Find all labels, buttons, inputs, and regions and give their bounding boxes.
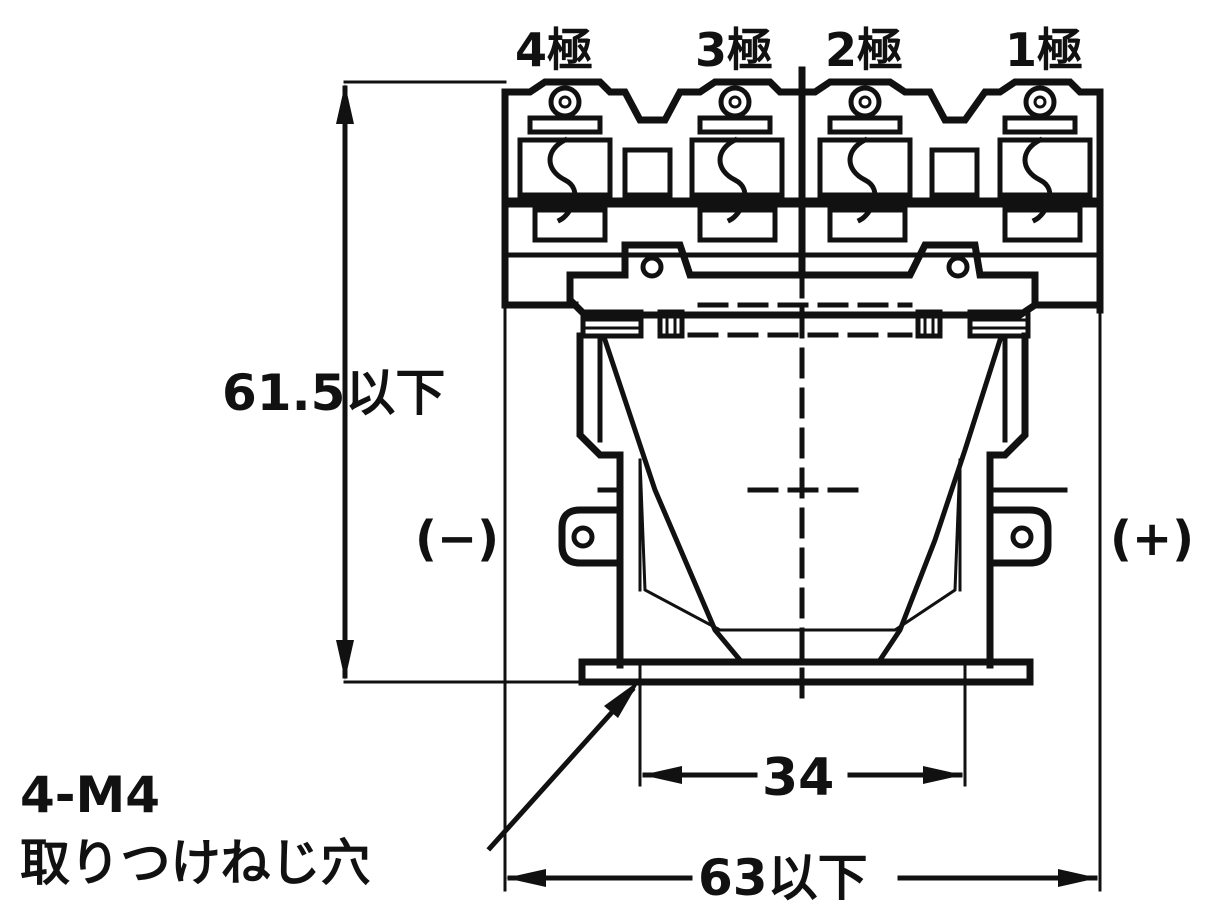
hole-spec-label: 4-M4 [20, 766, 160, 824]
pole-terminal-4 [517, 85, 613, 243]
pole-4-label: 4極 [515, 23, 593, 77]
outer-width-dimension [503, 303, 1102, 892]
spring-stack-left [580, 309, 685, 339]
arrow-left-icon [506, 869, 546, 887]
window-right [929, 147, 980, 198]
height-dimension [336, 80, 584, 684]
hole-leader-line [486, 680, 640, 852]
coil-body [576, 267, 1034, 703]
hole-description-label: 取りつけねじ穴 [20, 834, 371, 892]
plus-side-terminal [986, 487, 1068, 567]
minus-side-terminal [558, 487, 624, 567]
pole-2-label: 2極 [825, 23, 903, 77]
leader-arrow-icon [604, 680, 640, 718]
arrow-down-icon [336, 640, 354, 680]
outer-width-label: 63以下 [698, 849, 868, 907]
arrow-left-icon [642, 766, 682, 784]
plus-polarity-label: (+) [1110, 511, 1194, 567]
inner-width-dimension [638, 660, 967, 787]
window-left [622, 147, 673, 198]
inner-width-label: 34 [762, 748, 834, 808]
yoke-hole-left [640, 255, 664, 279]
terminal-block [501, 66, 1104, 314]
height-dimension-label: 61.5以下 [222, 364, 445, 422]
pole-1-label: 1極 [1005, 23, 1083, 77]
yoke-hole-right [946, 255, 970, 279]
pole-3-label: 3極 [695, 23, 773, 77]
minus-polarity-label: (−) [415, 511, 499, 567]
pole-terminal-2 [817, 85, 913, 243]
pole-terminal-3 [689, 85, 785, 243]
arrow-up-icon [336, 84, 354, 124]
spring-stack-right [915, 309, 1031, 339]
pole-terminal-1 [997, 85, 1093, 243]
arrow-right-icon [1058, 869, 1098, 887]
arrow-right-icon [923, 766, 963, 784]
